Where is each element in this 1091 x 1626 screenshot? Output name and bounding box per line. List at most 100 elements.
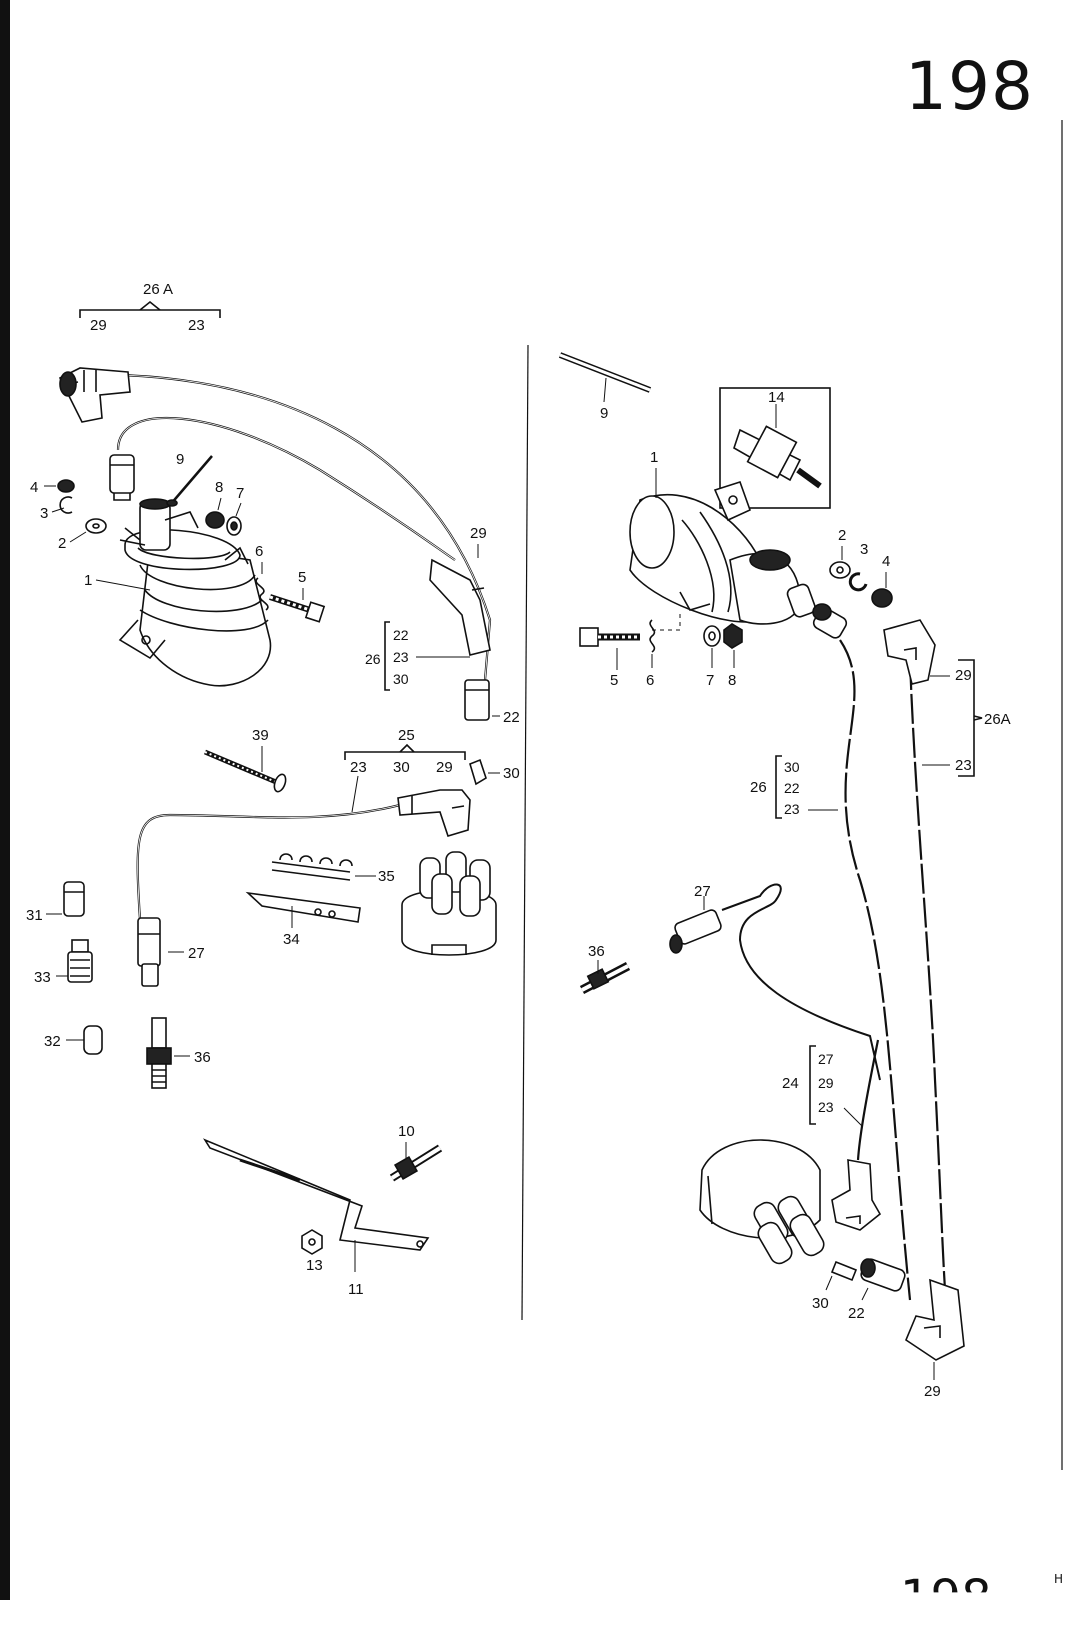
angled-connector-29-right-bottom (905, 1278, 965, 1380)
strip-35 (271, 853, 376, 881)
label-27-left: 27 (188, 945, 205, 962)
label-23-bracket: 23 (188, 317, 205, 334)
bracket-25: 25 23 30 29 (344, 727, 466, 776)
label-22-b26r: 22 (784, 780, 800, 796)
nut-4-right (871, 588, 893, 608)
corner-mark: H (1054, 1572, 1064, 1586)
ignition-coil-left (118, 498, 272, 687)
label-30-b26r: 30 (784, 759, 800, 775)
lock-washer-6-right (649, 619, 656, 668)
washer-2 (85, 518, 107, 534)
label-35: 35 (378, 868, 395, 885)
label-22-left: 22 (503, 709, 520, 726)
connector-27-left (137, 917, 161, 987)
boot-22-right (860, 1258, 906, 1301)
clip-30-right (825, 1260, 858, 1291)
label-11: 11 (348, 1281, 364, 1298)
washer-7-right (703, 625, 721, 668)
distributor-cap-right (699, 1139, 825, 1265)
straight-connector-22-top (109, 454, 135, 501)
angled-connector-29-mid (429, 558, 491, 656)
label-22-right: 22 (848, 1305, 865, 1322)
label-10: 10 (398, 1123, 415, 1140)
part-31 (46, 881, 85, 917)
label-3-right: 3 (860, 541, 868, 558)
washer-3-right (848, 572, 868, 592)
label-26-right: 26 (750, 779, 767, 796)
connector-22-coil (812, 603, 848, 639)
label-6-left: 6 (255, 543, 263, 560)
washer-7 (226, 516, 242, 536)
ignition-coil-right (629, 481, 816, 625)
angled-connector-29-lead24 (831, 1159, 882, 1231)
label-22-b26: 22 (393, 627, 409, 643)
label-29-right-bottom: 29 (924, 1383, 941, 1400)
nut-4 (57, 479, 75, 493)
label-29-mid: 29 (470, 525, 487, 542)
label-7-left: 7 (236, 485, 244, 502)
label-8-right: 8 (728, 672, 736, 689)
label-4-right: 4 (882, 553, 890, 570)
part-32 (66, 1025, 103, 1055)
part-33 (56, 939, 93, 983)
label-23-b24: 23 (818, 1099, 834, 1115)
label-27-right: 27 (694, 883, 711, 900)
spark-plug-36-left (146, 1017, 190, 1089)
bolt-5-left (269, 594, 326, 623)
label-39: 39 (252, 727, 269, 744)
label-13: 13 (306, 1257, 323, 1274)
label-8-left: 8 (215, 479, 223, 496)
bracket-11 (202, 1138, 430, 1272)
left-page-edge (0, 0, 10, 1600)
bracket-26-right: 26 30 22 23 (750, 755, 838, 819)
label-23-right-b: 23 (955, 757, 972, 774)
label-7-right: 7 (706, 672, 714, 689)
label-24: 24 (782, 1075, 799, 1092)
label-4-left: 4 (30, 479, 38, 496)
label-29-bracket: 29 (90, 317, 107, 334)
nut-8 (205, 511, 225, 529)
connector-27-right (669, 883, 881, 1081)
nut-8-right (723, 623, 743, 668)
label-30-b26: 30 (393, 671, 409, 687)
bracket-26a-left: 26 A 29 23 (79, 281, 221, 334)
label-29-b25: 29 (436, 759, 453, 776)
label-23-b25: 23 (350, 759, 367, 776)
label-26a-right: 26A (984, 711, 1011, 728)
bracket-24-right: 24 27 29 23 (782, 1045, 863, 1127)
screw-39 (204, 749, 287, 793)
label-33: 33 (34, 969, 51, 986)
label-25: 25 (398, 727, 415, 744)
label-36-right: 36 (588, 943, 605, 960)
ht-lead-26-right (839, 639, 912, 1301)
label-6-right: 6 (646, 672, 654, 689)
washer-2-right (829, 561, 851, 579)
label-9-right: 9 (600, 405, 608, 422)
label-32: 32 (44, 1033, 61, 1050)
label-36-left: 36 (194, 1049, 211, 1066)
label-23-b26r: 23 (784, 801, 800, 817)
bolt-5-right (579, 627, 640, 670)
ht-lead-26a-right (908, 659, 947, 1291)
label-5-left: 5 (298, 569, 306, 586)
label-3-left: 3 (40, 505, 48, 522)
page-number: 198 (905, 48, 1034, 125)
page-number-footer-partial: 198 (900, 1570, 992, 1626)
label-23-b26: 23 (393, 649, 409, 665)
label-14: 14 (768, 389, 785, 406)
part-14-box (719, 387, 831, 509)
label-26a-left: 26 A (143, 281, 173, 298)
distributor-cap-left (401, 851, 497, 956)
label-30-left: 30 (503, 765, 520, 782)
glow-plug-10 (389, 1142, 443, 1182)
angled-connector-29-top (58, 367, 131, 423)
clip-30-left (469, 758, 500, 786)
label-30-b25: 30 (393, 759, 410, 776)
label-2-right: 2 (838, 527, 846, 544)
right-group: 9 14 1 2 3 4 (558, 352, 1011, 1400)
label-29-right-b: 29 (955, 667, 972, 684)
nut-13 (301, 1229, 323, 1255)
center-divider-line (521, 344, 529, 1321)
angled-connector-29-lead25 (397, 789, 471, 837)
label-26-left: 26 (365, 651, 381, 667)
